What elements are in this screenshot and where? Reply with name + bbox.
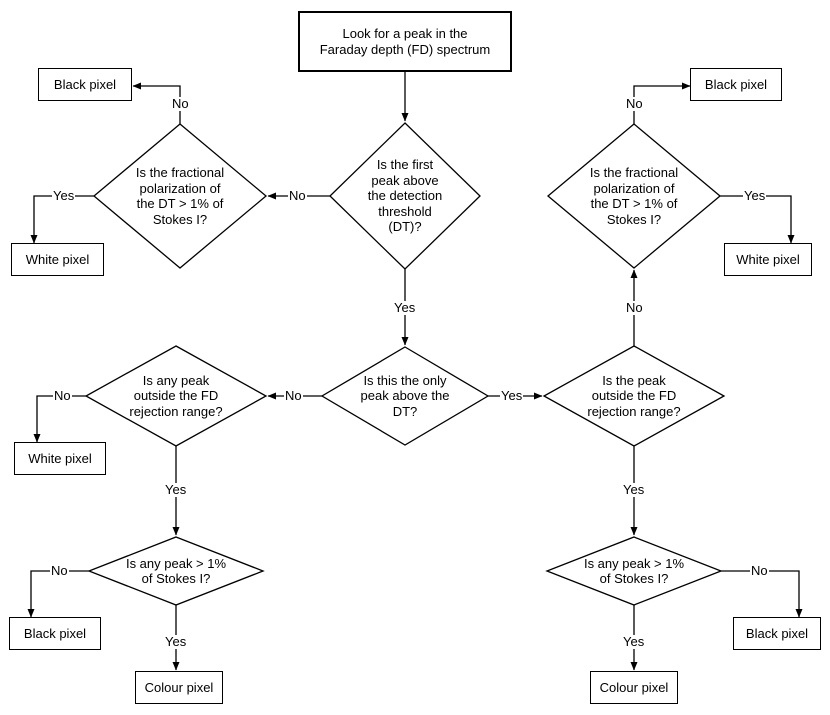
decision-any-gt-right-text: Is any peak > 1% of Stokes I? (569, 553, 699, 589)
edge-label-no: No (625, 300, 644, 315)
edge-label-yes: Yes (622, 482, 646, 497)
decision-only-peak-text: Is this the only peak above the DT? (340, 368, 470, 424)
decision-text-line: peak above (371, 172, 439, 188)
decision-peak-outside-text: Is the peak outside the FD rejection ran… (564, 368, 704, 424)
decision-text-line: Is any peak (142, 372, 210, 388)
decision-text-line: of Stokes I? (141, 571, 211, 586)
decision-first-peak-text: Is the first peak above the detection th… (345, 148, 465, 244)
edge-frac-right-no (633, 82, 691, 124)
decision-text-line: the DT > 1% of (136, 196, 224, 211)
outcome-colour-left: Colour pixel (135, 671, 223, 704)
edge-label-yes: Yes (164, 634, 188, 649)
outcome-colour-right: Colour pixel (590, 671, 678, 704)
decision-text-line: peak above the (360, 388, 450, 404)
edge-any-gt-right-no (721, 570, 803, 618)
decision-text-line: Is the fractional (135, 165, 225, 180)
decision-text-line: Stokes I? (152, 211, 208, 227)
decision-text-line: Is this the only (363, 372, 447, 388)
decision-frac-pol-left-text: Is the fractional polarization of the DT… (110, 156, 250, 236)
edge-any-gt-left-no (27, 570, 89, 618)
decision-text-line: the DT > 1% of (590, 196, 678, 211)
edge-frac-left-no (132, 82, 181, 124)
decision-text-line: Is the peak (602, 372, 666, 388)
decision-frac-pol-right-diamond (546, 123, 722, 269)
edge-label-yes: Yes (500, 388, 524, 403)
edge-label-no: No (625, 96, 644, 111)
edge-label-no: No (53, 388, 72, 403)
decision-frac-pol-left-diamond (92, 123, 268, 269)
decision-text-line: Is any peak > 1% (125, 555, 227, 571)
decision-text-line: DT? (392, 403, 418, 419)
decision-frac-pol-right-text: Is the fractional polarization of the DT… (564, 156, 704, 236)
decision-text-line: outside the FD (591, 388, 677, 404)
decision-text-line: Is the first (376, 157, 434, 173)
decision-text-line: polarization of (139, 180, 221, 196)
decision-any-outside-text: Is any peak outside the FD rejection ran… (106, 368, 246, 424)
outcome-black-top-right: Black pixel (690, 68, 782, 101)
decision-text-line: Is the fractional (589, 165, 679, 180)
decision-text-line: rejection range? (587, 403, 681, 419)
edge-label-yes: Yes (164, 482, 188, 497)
decision-text-line: (DT)? (388, 219, 422, 235)
outcome-white-mid-left: White pixel (14, 442, 106, 475)
outcome-black-bottom-left: Black pixel (9, 617, 101, 650)
edge-label-yes: Yes (622, 634, 646, 649)
outcome-black-bottom-right: Black pixel (733, 617, 821, 650)
edge-label-yes: Yes (52, 188, 76, 203)
edge-label-no: No (284, 388, 303, 403)
edge-frac-right-yes (720, 195, 795, 244)
outcome-black-top-left: Black pixel (38, 68, 132, 101)
edge-label-no: No (750, 563, 769, 578)
decision-only-peak-diamond (320, 346, 490, 446)
edge-label-yes: Yes (393, 300, 417, 315)
edge-frac-left-yes (30, 195, 94, 244)
decision-any-gt-left-text: Is any peak > 1% of Stokes I? (111, 553, 241, 589)
start-box: Look for a peak in the Faraday depth (FD… (298, 11, 512, 72)
start-line-2: Faraday depth (FD) spectrum (319, 41, 491, 57)
decision-text-line: of Stokes I? (599, 571, 669, 586)
edge-label-no: No (171, 96, 190, 111)
decision-text-line: outside the FD (133, 388, 219, 404)
edge-label-no: No (288, 188, 307, 203)
decision-text-line: the detection (367, 188, 443, 204)
edge-label-yes: Yes (743, 188, 767, 203)
edge-label-no: No (50, 563, 69, 578)
decision-text-line: polarization of (593, 180, 675, 196)
outcome-white-right: White pixel (724, 243, 812, 276)
outcome-white-left: White pixel (11, 243, 104, 276)
decision-text-line: threshold (378, 203, 432, 219)
decision-text-line: Stokes I? (606, 211, 662, 227)
decision-text-line: rejection range? (129, 403, 223, 419)
start-line-1: Look for a peak in the (342, 25, 468, 41)
decision-text-line: Is any peak > 1% (583, 555, 685, 571)
